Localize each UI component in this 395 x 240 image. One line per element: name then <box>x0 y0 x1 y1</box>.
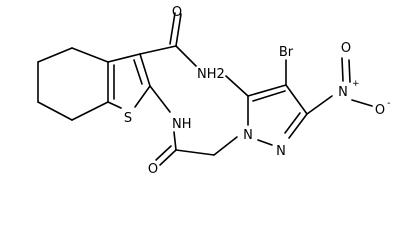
sulfur-label: S <box>124 111 132 126</box>
molecule-diagram: O NH2 S NH O N N Br N + O O - <box>37 5 391 177</box>
amide-linker <box>149 85 238 166</box>
nitro-oxygen-top-label: O <box>341 41 351 56</box>
amide-oxygen-label: O <box>172 5 182 20</box>
amide-nh2-label: NH2 <box>197 67 225 82</box>
thiophene-ring <box>107 53 151 109</box>
bromine-label: Br <box>279 45 294 60</box>
nitro-oxygen-right-label: O <box>375 103 385 118</box>
nitro-nitrogen-label: N <box>338 85 348 100</box>
pyrazole-n1-label: N <box>243 128 253 143</box>
cyclohexane-ring <box>37 47 109 121</box>
nh-label: NH <box>172 117 192 132</box>
carbonyl-oxygen-label: O <box>148 162 158 177</box>
pyrazole-n2-label: N <box>276 144 286 159</box>
pyrazole-ring <box>247 84 308 146</box>
pyrazole-substituents <box>225 57 373 115</box>
nitro-nitrogen-charge: + <box>352 79 360 89</box>
carboxamide-group <box>139 12 197 67</box>
structure-canvas: O NH2 S NH O N N Br N + O O - <box>37 5 391 177</box>
nitro-oxygen-right-charge: - <box>387 98 391 109</box>
